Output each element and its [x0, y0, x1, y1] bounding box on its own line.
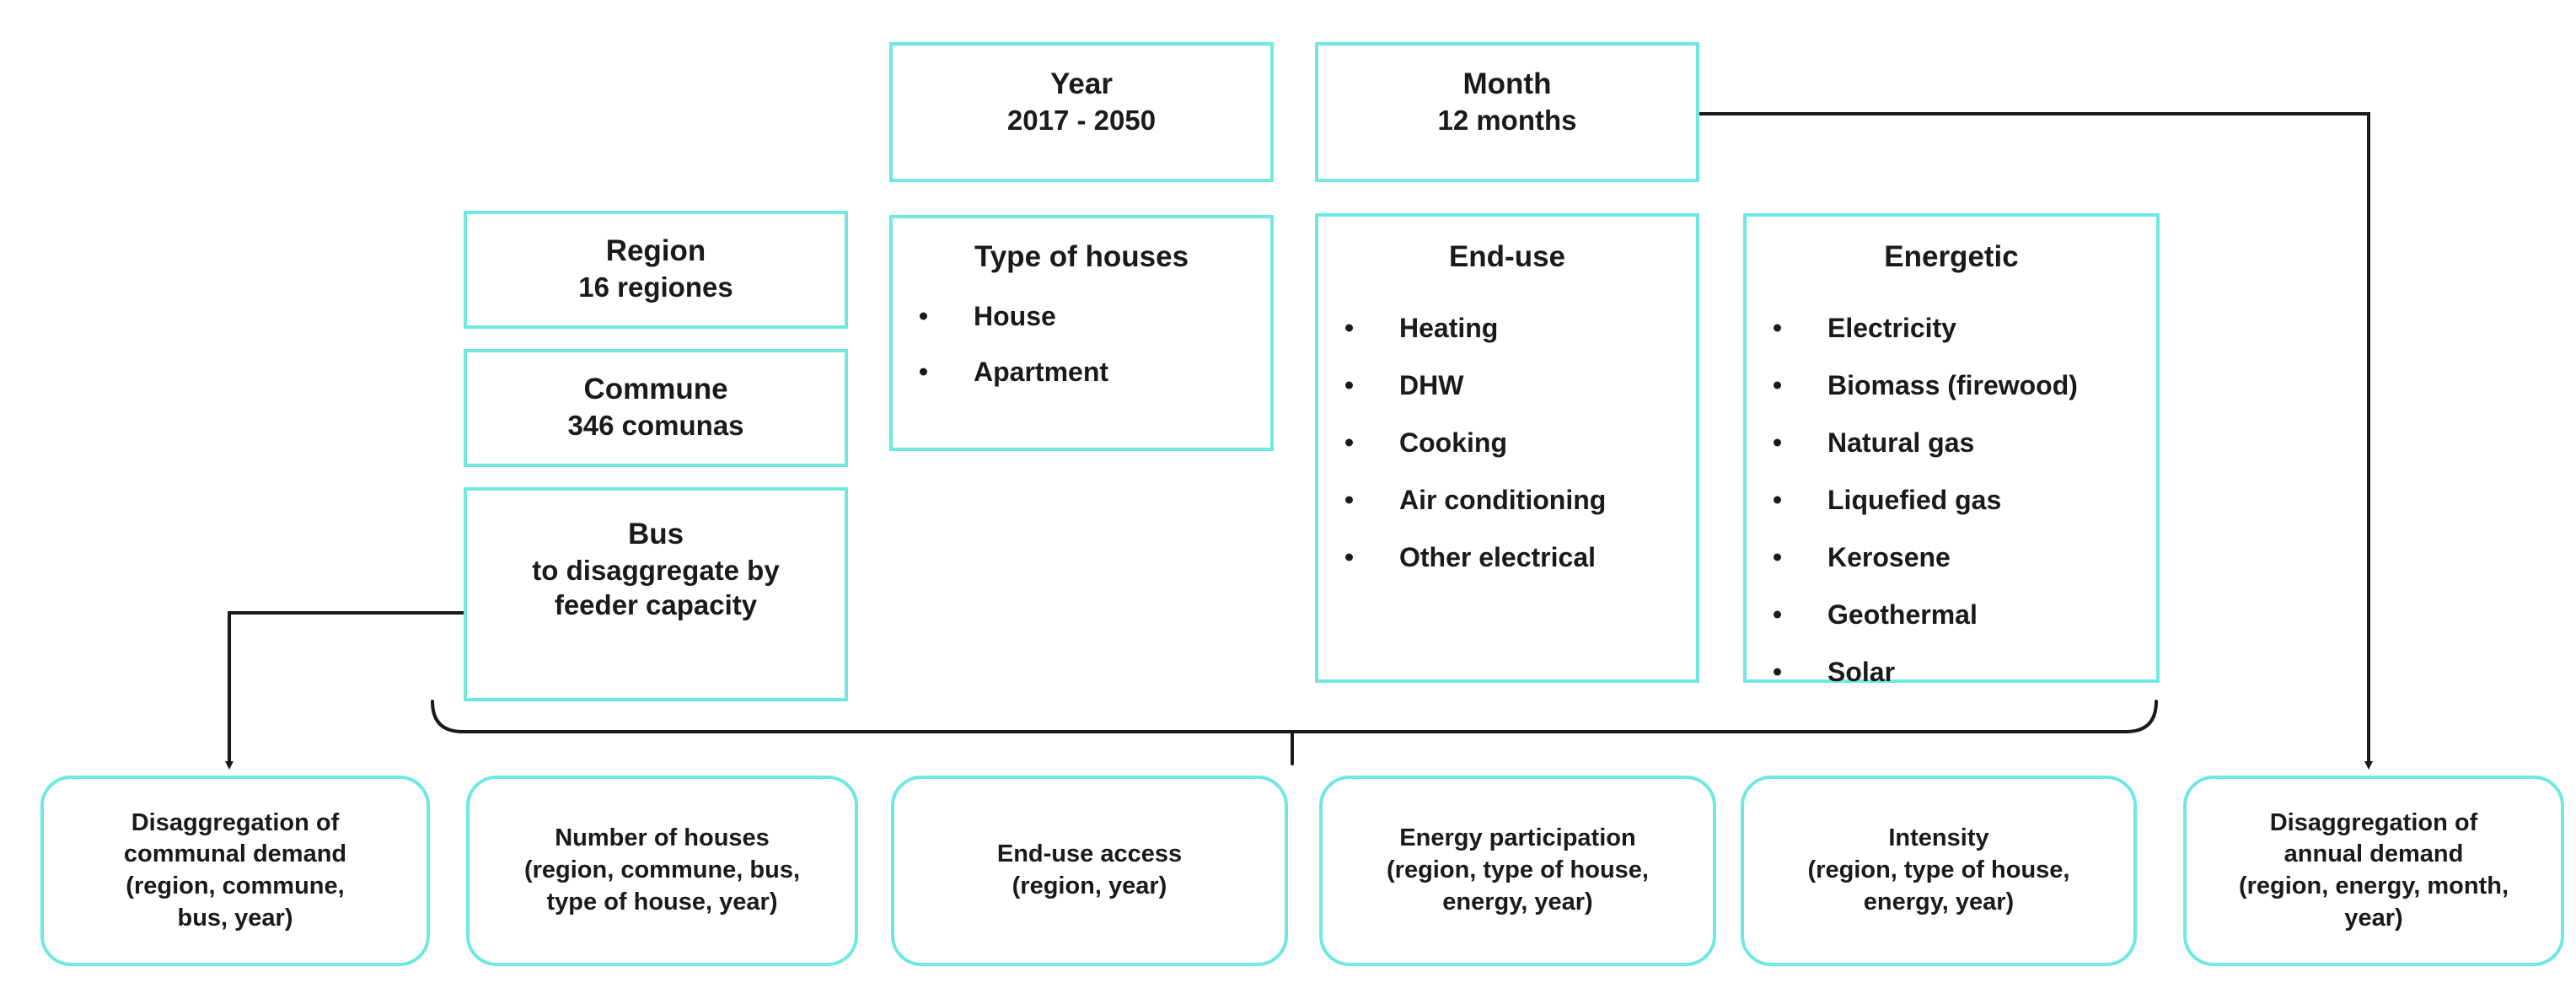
dimension-box-month: Month 12 months	[1315, 42, 1699, 182]
bullet-icon	[1345, 496, 1353, 504]
output-box-number-of-houses: Number of houses (region, commune, bus, …	[466, 776, 858, 966]
connector-bus-to-communal-demand	[225, 611, 464, 770]
output-box-text: Number of houses (region, commune, bus, …	[523, 824, 801, 915]
dimension-box-commune: Commune 346 comunas	[464, 349, 848, 467]
energetic-list: Electricity Biomass (firewood) Natural g…	[1774, 314, 2078, 716]
list-item: DHW	[1345, 372, 1606, 399]
output-box-text: Disaggregation of annual demand (region,…	[2238, 808, 2509, 932]
year-title: Year	[1050, 67, 1113, 100]
bullet-icon	[1774, 668, 1781, 676]
end-use-title: End-use	[1448, 240, 1566, 273]
output-box-text: Intensity (region, type of house, energy…	[1807, 824, 2070, 915]
list-item: Biomass (firewood)	[1774, 372, 2078, 399]
bus-title: Bus	[627, 518, 684, 550]
list-item: Other electrical	[1345, 544, 1606, 571]
list-item: Air conditioning	[1345, 486, 1606, 513]
month-title: Month	[1462, 67, 1552, 100]
region-subtitle: 16 regiones	[578, 271, 733, 303]
bullet-icon	[1774, 496, 1781, 504]
output-box-annual-demand: Disaggregation of annual demand (region,…	[2183, 776, 2564, 966]
bus-subtitle-line2: feeder capacity	[554, 589, 758, 620]
dimension-box-region: Region 16 regiones	[464, 211, 848, 329]
bullet-icon	[1345, 381, 1353, 389]
bullet-icon	[1774, 610, 1781, 619]
bullet-icon	[1345, 553, 1353, 561]
bullet-icon	[920, 312, 927, 320]
list-item: Heating	[1345, 314, 1606, 341]
bullet-icon	[1774, 381, 1781, 389]
list-item: Geothermal	[1774, 601, 2078, 628]
list-item: Electricity	[1774, 314, 2078, 341]
dimension-box-year: Year 2017 - 2050	[889, 42, 1274, 182]
bus-subtitle-line1: to disaggregate by	[532, 554, 780, 586]
bullet-icon	[1345, 438, 1353, 447]
list-item: House	[920, 303, 1108, 330]
bullet-icon	[920, 368, 927, 376]
output-box-text: Disaggregation of communal demand (regio…	[123, 808, 347, 932]
output-box-text: Energy participation (region, type of ho…	[1387, 824, 1649, 915]
output-box-end-use-access: End-use access (region, year)	[891, 776, 1288, 966]
dimension-box-energetic: Energetic Electricity Biomass (firewood)…	[1743, 213, 2160, 685]
output-box-energy-participation: Energy participation (region, type of ho…	[1319, 776, 1716, 966]
bullet-icon	[1345, 324, 1353, 332]
dimension-box-bus: Bus to disaggregate by feeder capacity	[464, 487, 848, 701]
list-item: Liquefied gas	[1774, 486, 2078, 513]
dimension-box-type-of-houses: Type of houses House Apartment	[889, 215, 1274, 451]
list-item: Natural gas	[1774, 429, 2078, 456]
bullet-icon	[1774, 438, 1781, 447]
commune-subtitle: 346 comunas	[567, 409, 744, 441]
bullet-icon	[1774, 553, 1781, 561]
region-title: Region	[605, 234, 706, 267]
list-item: Kerosene	[1774, 544, 2078, 571]
energetic-title: Energetic	[1884, 240, 2019, 273]
dimension-box-end-use: End-use Heating DHW Cooking Air conditio…	[1315, 213, 1699, 683]
output-box-intensity: Intensity (region, type of house, energy…	[1741, 776, 2137, 966]
output-box-text: End-use access (region, year)	[996, 840, 1183, 899]
commune-title: Commune	[583, 373, 728, 405]
year-subtitle: 2017 - 2050	[1006, 104, 1157, 136]
type-of-houses-title: Type of houses	[974, 240, 1189, 273]
end-use-list: Heating DHW Cooking Air conditioning Oth…	[1345, 314, 1606, 601]
month-subtitle: 12 months	[1437, 104, 1577, 136]
list-item: Apartment	[920, 358, 1108, 385]
type-of-houses-list: House Apartment	[920, 303, 1108, 414]
list-item: Cooking	[1345, 429, 1606, 456]
bullet-icon	[1774, 324, 1781, 332]
output-box-communal-demand: Disaggregation of communal demand (regio…	[40, 776, 430, 966]
list-item: Solar	[1774, 658, 2078, 685]
